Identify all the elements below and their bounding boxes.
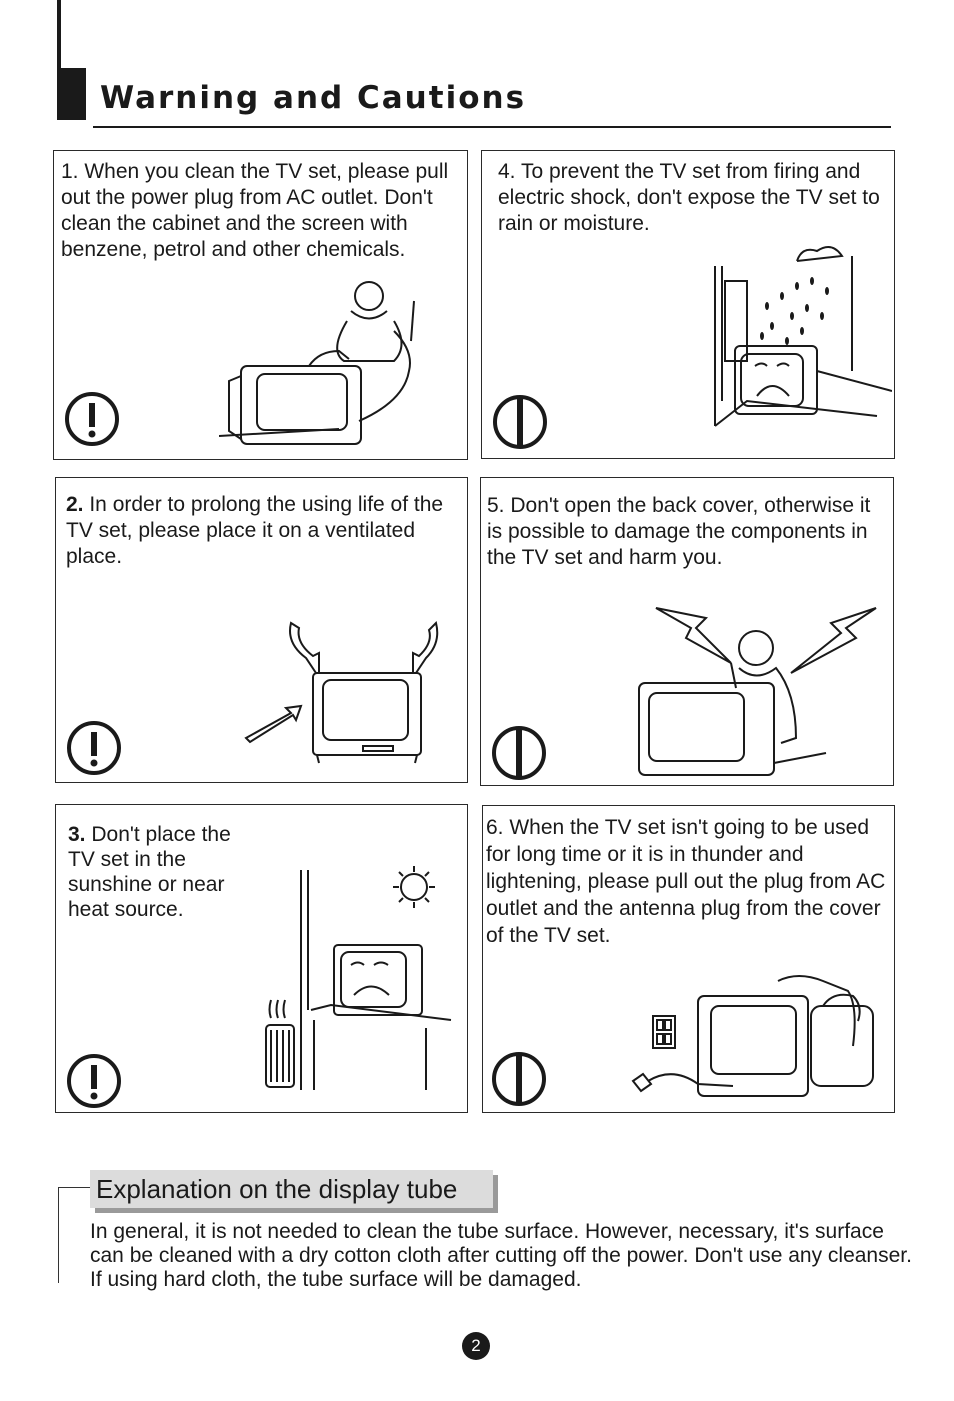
page-number-badge: 2 xyxy=(462,1332,490,1360)
page-title: Warning and Cautions xyxy=(100,80,527,116)
caution-text-2: 2. In order to prolong the using life of… xyxy=(66,492,461,570)
rain-tv-illustration xyxy=(714,246,892,427)
prohibited-circle-icon xyxy=(492,1052,546,1106)
sun-heater-tv-illustration xyxy=(265,866,452,1090)
caution-panel-6: 6. When the TV set isn't going to be use… xyxy=(482,805,895,1113)
ventilated-tv-illustration xyxy=(244,621,439,764)
title-underline xyxy=(93,126,891,128)
unplugged-tv-bags-illustration xyxy=(631,975,874,1097)
prohibited-circle-icon xyxy=(492,726,546,780)
explanation-heading: Explanation on the display tube xyxy=(90,1170,493,1208)
caution-text-6: 6. When the TV set isn't going to be use… xyxy=(486,816,886,947)
caution-panel-2: 2. In order to prolong the using life of… xyxy=(55,477,468,783)
caution-text-3: 3. Don't place the TV set in the sunshin… xyxy=(68,822,258,922)
caution-panel-3: 3. Don't place the TV set in the sunshin… xyxy=(55,804,468,1113)
caution-number-2: 2. xyxy=(66,493,84,516)
caution-text-5: 5. Don't open the back cover, otherwise … xyxy=(487,494,871,569)
exclamation-circle-icon xyxy=(67,1054,121,1108)
header-accent-block xyxy=(61,68,86,120)
explanation-bracket-vertical xyxy=(58,1187,59,1283)
cleaning-tv-illustration xyxy=(219,281,415,445)
exclamation-circle-icon xyxy=(67,721,121,775)
caution-text-4: 4. To prevent the TV set from firing and… xyxy=(498,160,880,235)
exclamation-circle-icon xyxy=(65,392,119,446)
explanation-body: In general, it is not needed to clean th… xyxy=(90,1220,912,1291)
prohibited-circle-icon xyxy=(493,395,547,449)
caution-panel-5: 5. Don't open the back cover, otherwise … xyxy=(480,477,894,786)
caution-number-3: 3. xyxy=(68,823,86,846)
header-accent-bar xyxy=(57,0,61,120)
caution-body-2: In order to prolong the using life of th… xyxy=(66,493,444,568)
caution-panel-1: 1. When you clean the TV set, please pul… xyxy=(53,150,468,460)
explanation-bracket-horizontal xyxy=(58,1187,90,1188)
caution-panel-4: 4. To prevent the TV set from firing and… xyxy=(481,150,895,459)
caution-text-1: 1. When you clean the TV set, please pul… xyxy=(61,160,449,261)
caution-body-3: Don't place the TV set in the sunshine o… xyxy=(68,823,231,921)
back-cover-shock-illustration xyxy=(638,607,877,776)
